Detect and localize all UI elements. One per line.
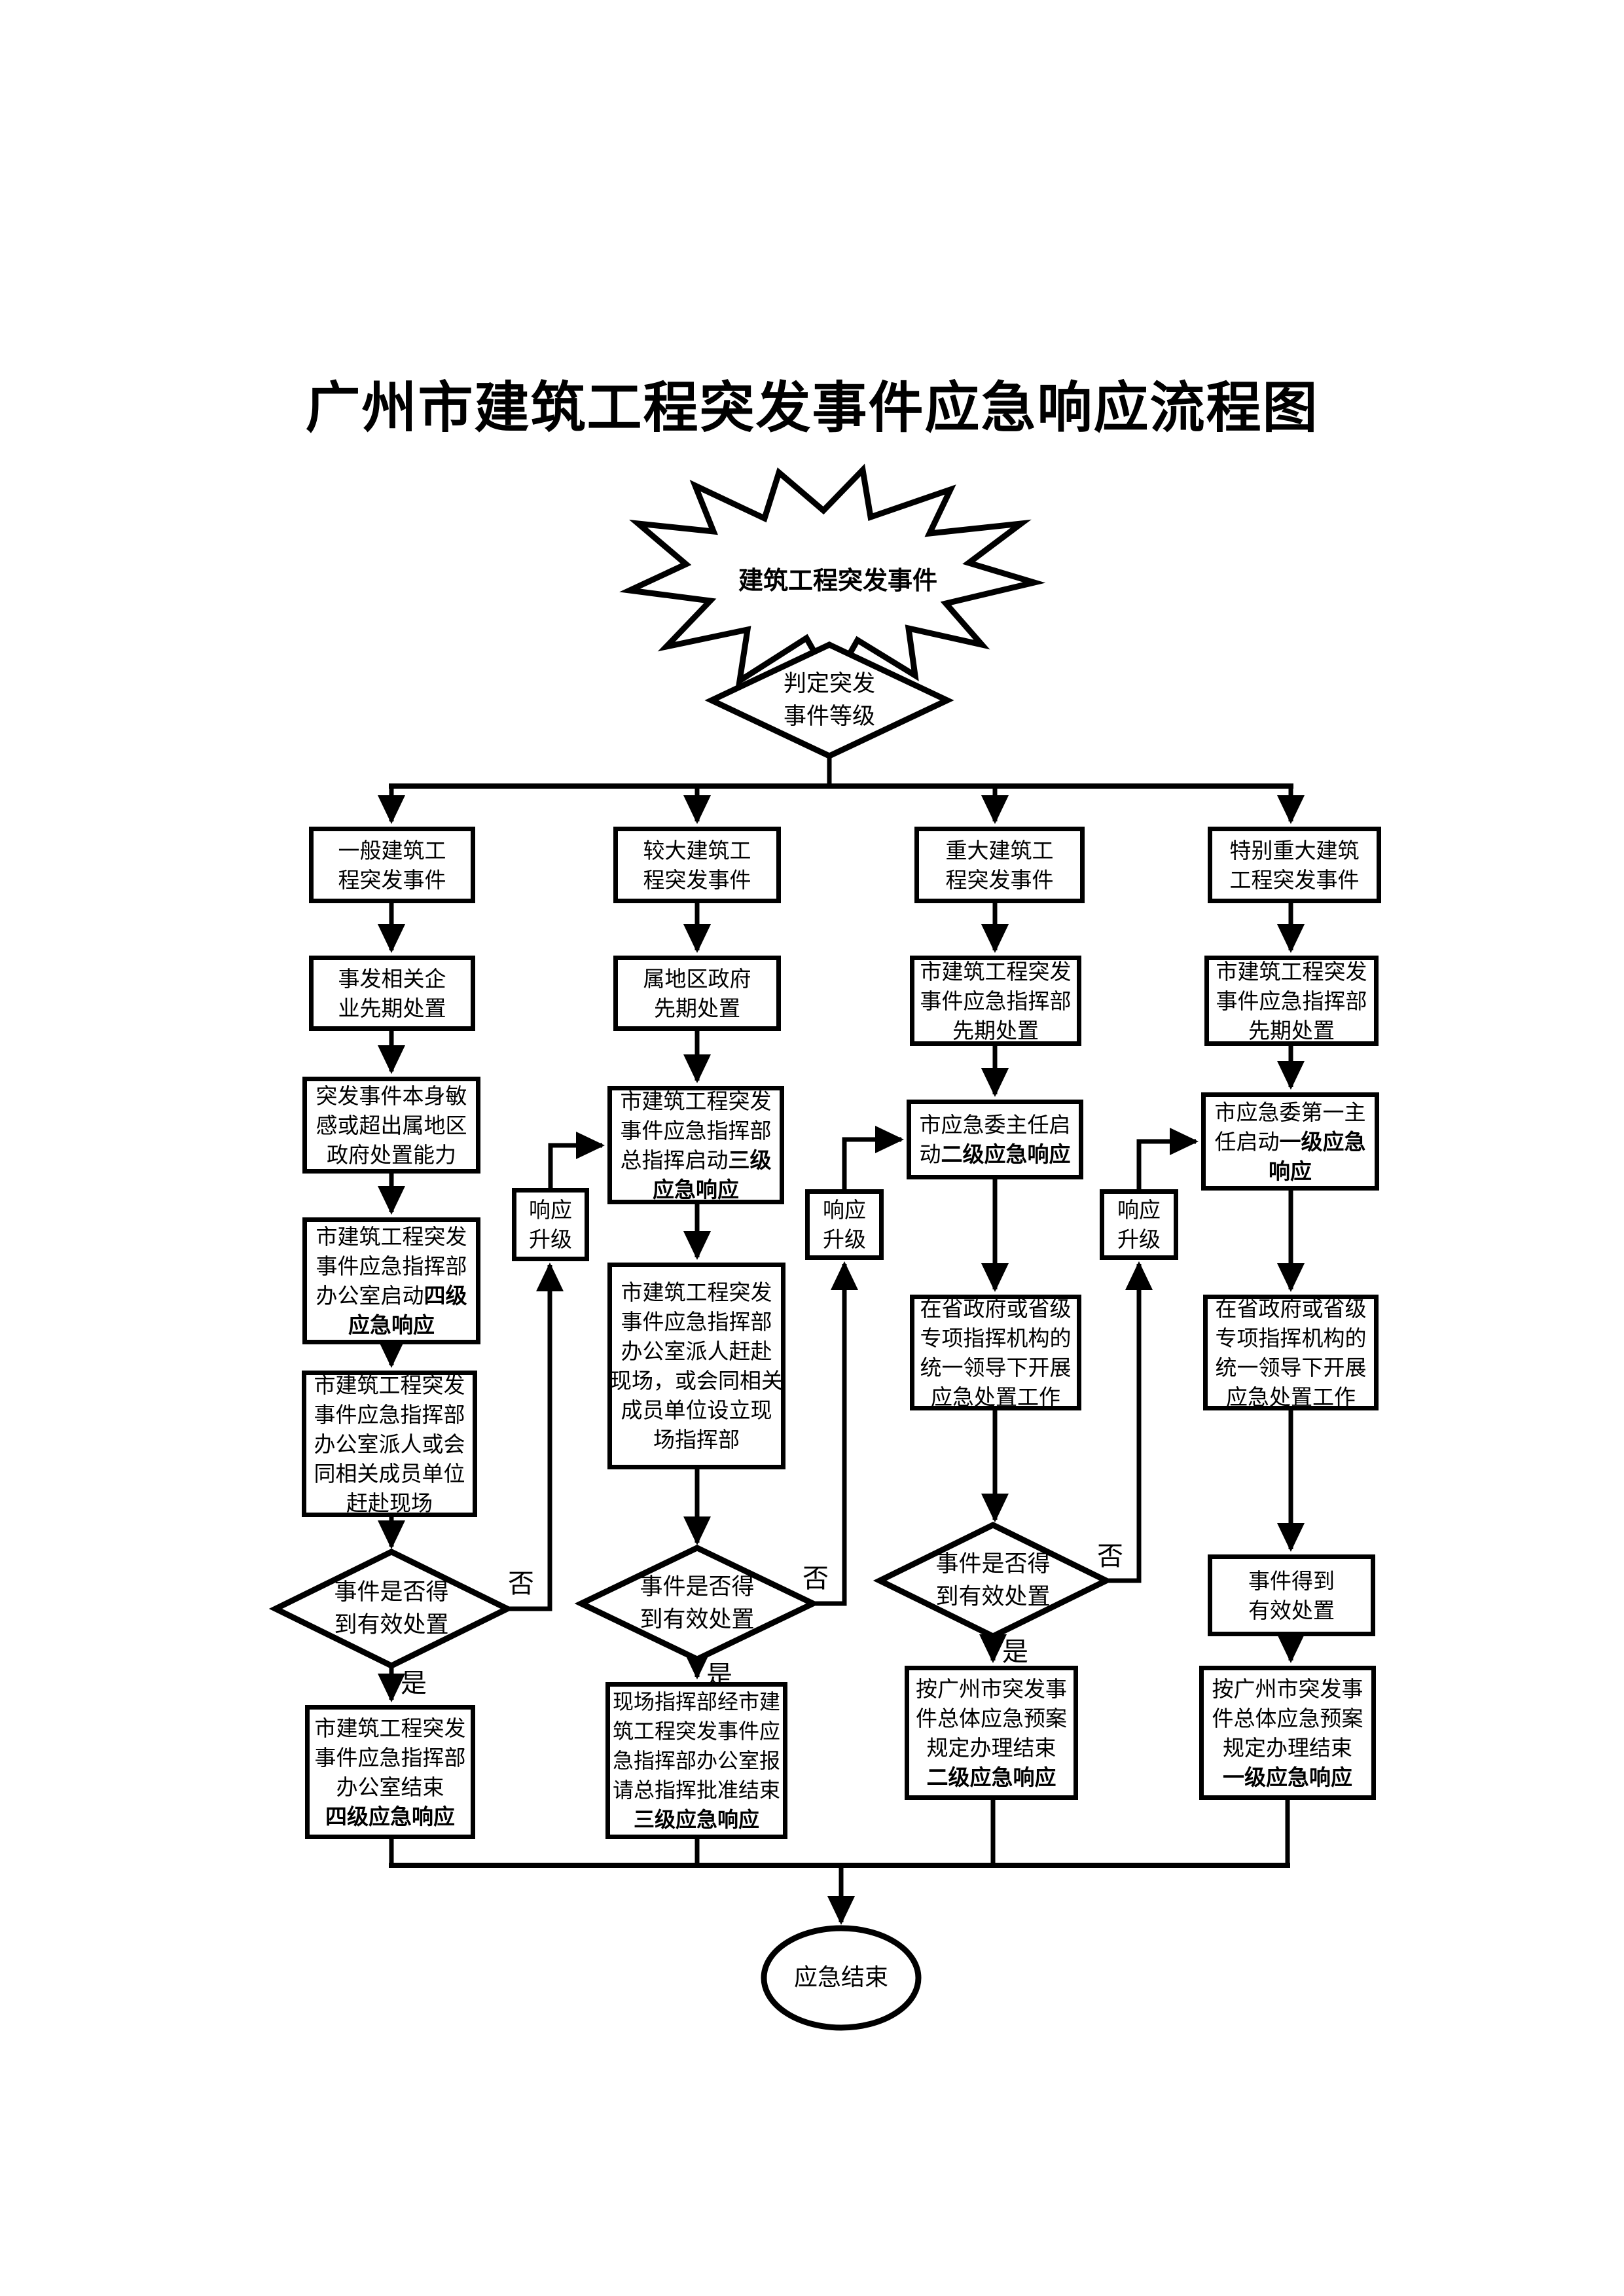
node-c2-initial-disposal: 属地区政府先期处置: [613, 956, 781, 1031]
edge-label-no-1: 否: [508, 1569, 534, 1599]
decision-level-label: 判定突发事件等级: [783, 671, 875, 730]
edge-label-no-3: 否: [1097, 1541, 1123, 1571]
node-c1-end-level4: 市建筑工程突发事件应急指挥部办公室结束四级应急响应: [305, 1705, 475, 1839]
c2-check-label: 事件是否得到有效处置: [640, 1574, 755, 1633]
edge-label-yes-1: 是: [401, 1668, 427, 1698]
connector-lines: [378, 637, 1305, 1925]
node-c4-event-resolved: 事件得到有效处置: [1208, 1554, 1375, 1636]
c3-check-diamond: [873, 1521, 1113, 1640]
node-relatively-major-event: 较大建筑工程突发事件: [613, 827, 781, 903]
node-c2-end-level3: 现场指挥部经市建筑工程突发事件应急指挥部办公室报请总指挥批准结束三级应急响应: [605, 1682, 787, 1839]
node-c3-start-level2: 市应急委主任启动二级应急响应: [907, 1100, 1083, 1179]
decision-level-diamond: [704, 641, 954, 759]
node-response-upgrade-1: 响应升级: [512, 1188, 589, 1261]
node-c4-start-level1: 市应急委第一主任启动一级应急响应: [1201, 1092, 1379, 1191]
start-burst-shape: [619, 463, 1046, 691]
node-response-upgrade-2: 响应升级: [805, 1189, 884, 1260]
node-c3-provincial-leadership: 在省政府或省级专项指挥机构的统一领导下开展应急处置工作: [910, 1295, 1081, 1410]
node-c4-provincial-leadership: 在省政府或省级专项指挥机构的统一领导下开展应急处置工作: [1203, 1295, 1379, 1410]
node-major-event: 重大建筑工程突发事件: [914, 827, 1085, 903]
c1-check-diamond: [268, 1548, 514, 1670]
node-c1-start-level4: 市建筑工程突发事件应急指挥部办公室启动四级应急响应: [302, 1217, 480, 1344]
start-burst-label: 建筑工程突发事件: [738, 566, 937, 595]
node-c1-initial-disposal: 事发相关企业先期处置: [309, 956, 475, 1031]
node-c2-start-level3: 市建筑工程突发事件应急指挥部总指挥启动三级应急响应: [607, 1086, 784, 1204]
end-terminator-label: 应急结束: [793, 1964, 888, 1991]
end-terminator-shape: [761, 1925, 922, 2031]
c1-check-label: 事件是否得到有效处置: [334, 1579, 449, 1638]
c2-check-diamond: [574, 1545, 820, 1662]
node-c4-initial-disposal: 市建筑工程突发事件应急指挥部先期处置: [1204, 956, 1379, 1046]
edge-label-yes-3: 是: [1002, 1637, 1028, 1667]
node-c1-sensitive: 突发事件本身敏感或超出属地区政府处置能力: [302, 1077, 480, 1174]
c3-check-label: 事件是否得到有效处置: [935, 1551, 1051, 1610]
node-c3-initial-disposal: 市建筑工程突发事件应急指挥部先期处置: [910, 956, 1081, 1046]
edge-label-yes-2: 是: [706, 1660, 732, 1691]
page-title: 广州市建筑工程突发事件应急响应流程图: [305, 376, 1319, 440]
node-c1-dispatch-scene: 市建筑工程突发事件应急指挥部办公室派人或会同相关成员单位赶赴现场: [302, 1371, 477, 1517]
node-c2-dispatch-scene: 市建筑工程突发事件应急指挥部办公室派人赶赴现场，或会同相关成员单位设立现场指挥部: [607, 1263, 785, 1469]
node-c4-end-level1: 按广州市突发事件总体应急预案规定办理结束一级应急响应: [1199, 1666, 1376, 1800]
node-general-event: 一般建筑工程突发事件: [309, 827, 475, 903]
node-especially-major-event: 特别重大建筑工程突发事件: [1208, 827, 1381, 903]
edge-label-no-2: 否: [803, 1564, 829, 1594]
node-c3-end-level2: 按广州市突发事件总体应急预案规定办理结束二级应急响应: [905, 1666, 1078, 1800]
node-response-upgrade-3: 响应升级: [1100, 1189, 1178, 1260]
